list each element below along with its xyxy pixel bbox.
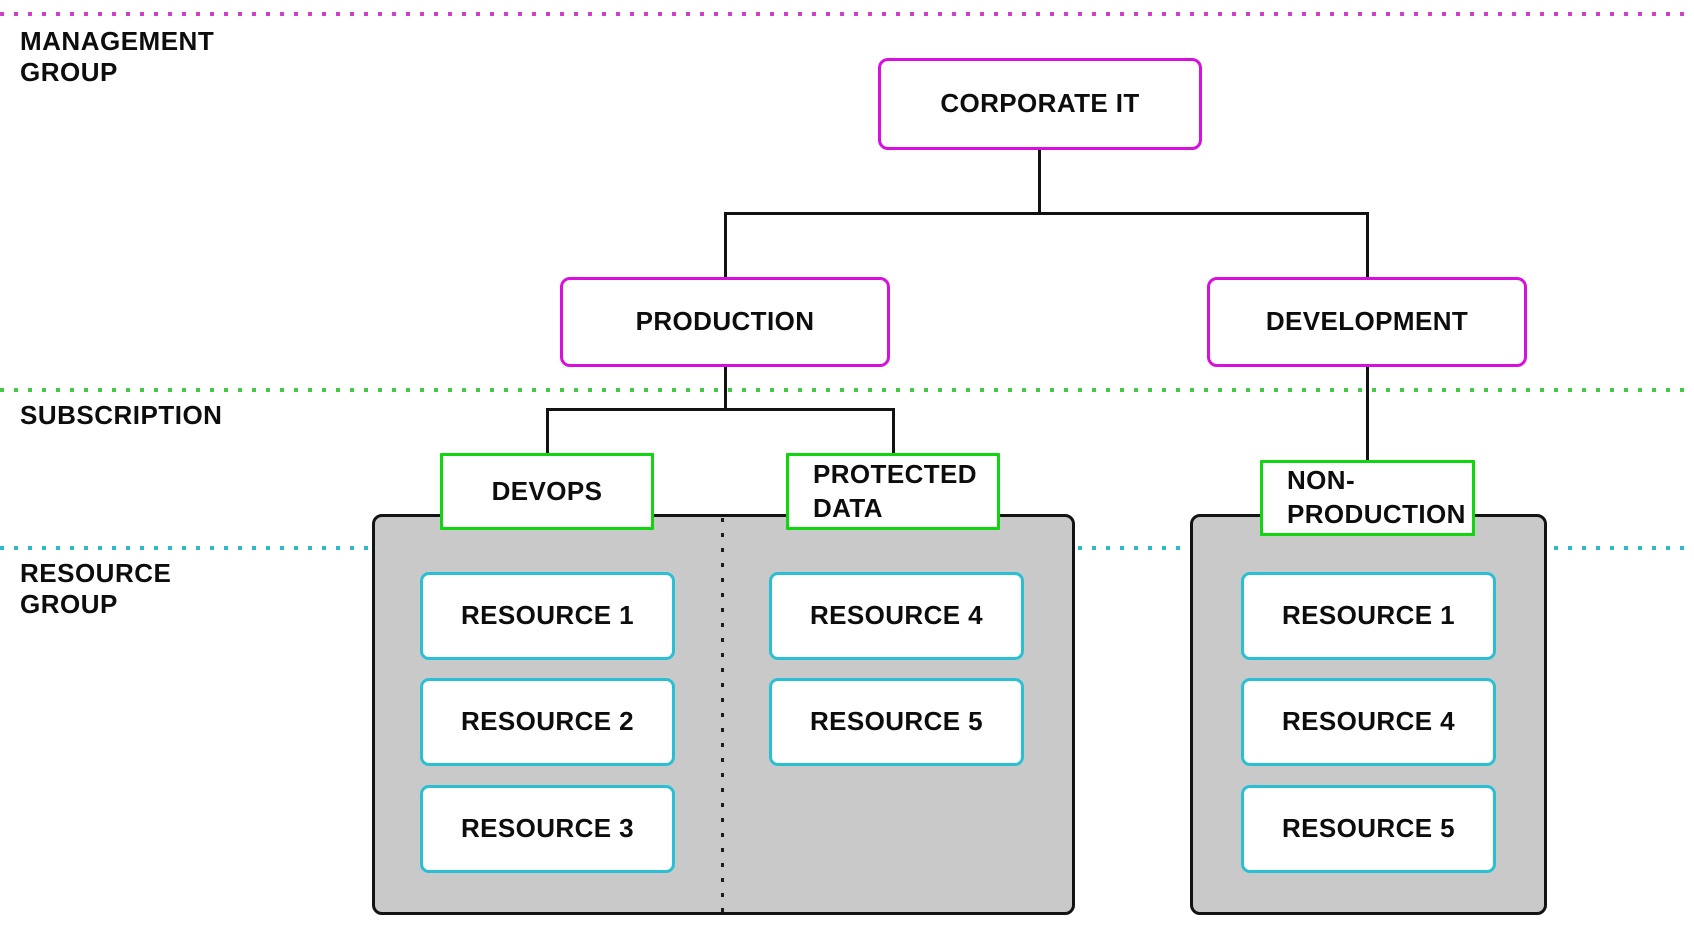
band-label-subscription: SUBSCRIPTION — [20, 400, 223, 430]
node-development-label: DEVELOPMENT — [1265, 306, 1469, 337]
node-resource: RESOURCE 5 — [1241, 785, 1496, 873]
node-devops-label: DEVOPS — [491, 475, 603, 506]
node-resource: RESOURCE 2 — [420, 678, 675, 766]
node-resource-label: RESOURCE 5 — [809, 706, 984, 737]
node-resource: RESOURCE 3 — [420, 785, 675, 873]
band-label-management-group: MANAGEMENT GROUP — [20, 26, 215, 87]
connector-to-non-production — [1366, 366, 1369, 463]
connector-to-development — [1366, 212, 1369, 279]
connector-to-protected-data — [892, 408, 895, 456]
connector-mgmt-horizontal — [724, 212, 1369, 215]
node-resource: RESOURCE 4 — [769, 572, 1024, 660]
node-resource-label: RESOURCE 4 — [809, 600, 984, 631]
node-resource: RESOURCE 1 — [1241, 572, 1496, 660]
node-resource: RESOURCE 5 — [769, 678, 1024, 766]
node-corporate-it: CORPORATE IT — [878, 58, 1202, 150]
resource-group-column-divider-line — [721, 518, 724, 912]
node-devops: DEVOPS — [440, 453, 654, 530]
node-resource: RESOURCE 4 — [1241, 678, 1496, 766]
connector-subscription-horizontal — [546, 408, 895, 411]
node-non-production-label: NON-PRODUCTION — [1287, 465, 1466, 529]
connector-to-production — [724, 212, 727, 279]
node-resource-label: RESOURCE 5 — [1281, 813, 1456, 844]
connector-production-down — [724, 366, 727, 410]
node-protected-data: PROTECTED DATA — [786, 453, 1000, 530]
management-band-divider-line — [0, 12, 1694, 16]
node-resource-label: RESOURCE 1 — [1281, 600, 1456, 631]
subscription-band-divider-line — [0, 388, 1694, 392]
node-non-production: NON-PRODUCTION — [1260, 460, 1475, 536]
node-production-label: PRODUCTION — [635, 306, 815, 337]
connector-to-devops — [546, 408, 549, 456]
node-resource-label: RESOURCE 2 — [460, 706, 635, 737]
node-resource-label: RESOURCE 3 — [460, 813, 635, 844]
node-development: DEVELOPMENT — [1207, 277, 1527, 367]
node-protected-data-label: PROTECTED DATA — [813, 458, 977, 523]
node-production: PRODUCTION — [560, 277, 890, 367]
node-resource: RESOURCE 1 — [420, 572, 675, 660]
band-label-resource-group: RESOURCE GROUP — [20, 558, 172, 619]
node-resource-label: RESOURCE 4 — [1281, 706, 1456, 737]
node-corporate-it-label: CORPORATE IT — [940, 88, 1140, 119]
node-resource-label: RESOURCE 1 — [460, 600, 635, 631]
connector-corporate-it-down — [1038, 150, 1041, 214]
